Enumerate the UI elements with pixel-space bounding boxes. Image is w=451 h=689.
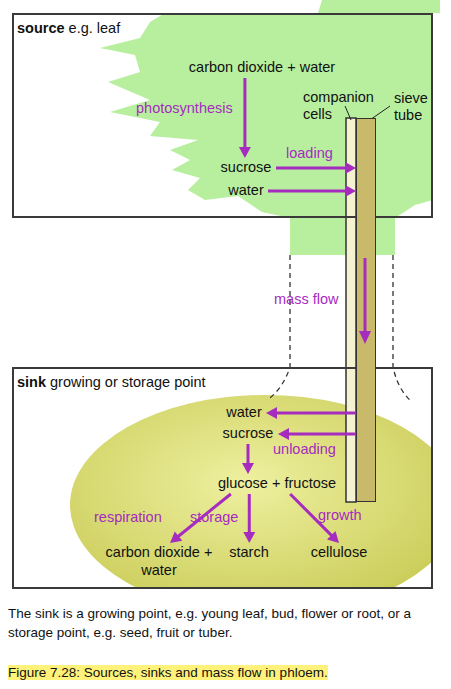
arrowhead [243,532,255,543]
substance-label-node: sucrose [216,158,276,178]
substance-label-node: water [222,403,266,423]
process-label: respiration [94,508,162,526]
arrow-shaft [248,494,251,533]
arrow-shaft [243,78,246,148]
substance-text: water [224,181,268,199]
arrowhead [266,407,277,419]
process-label: growth [318,506,362,524]
substance-text: water [222,403,266,421]
arrowhead [345,162,356,174]
region-subtitle: growing or storage point [50,374,206,390]
arrowhead [327,531,339,543]
process-label: unloading [273,440,336,458]
arrow-shaft [268,190,346,193]
figure-caption: Figure 7.28: Sources, sinks and mass flo… [8,665,328,680]
substance-text: carbon dioxide + water [172,58,352,76]
region-title: source [17,20,65,36]
substance-text: starch [226,543,272,561]
flow-arrow [239,78,251,158]
arrow-shaft [276,412,356,415]
substance-text: sucrose [218,424,278,442]
arrowhead [345,185,356,197]
part-label: companion cells [303,89,381,123]
flow-arrow [268,185,356,197]
companion-cell-strip [346,118,356,502]
region-title: sink [17,374,46,390]
region-heading: sourcee.g. leaf [17,19,120,37]
process-label: photosynthesis [136,99,233,117]
process-label: storage [190,508,238,526]
flow-arrow [242,444,254,474]
region-subtitle: e.g. leaf [69,20,121,36]
region-heading: sinkgrowing or storage point [17,373,206,391]
substance-label-node: sucrose [218,424,278,444]
arrow-shaft [288,433,356,436]
arrowhead [278,428,289,440]
substance-text: sucrose [216,158,276,176]
substance-label-node: carbon dioxide + water [104,543,214,581]
substance-label-node: glucose + fructose [211,474,343,494]
substance-label-node: cellulose [306,543,372,563]
arrowhead [170,531,182,543]
caption-line: Figure 7.28: Sources, sinks and mass flo… [8,664,444,681]
sieve-tube: sieve tube [356,118,376,502]
flow-arrow [278,428,356,440]
process-label: loading [286,144,333,162]
substance-text: cellulose [306,543,372,561]
tube-label: sieve tube [394,90,436,124]
substance-label-node: carbon dioxide + water [172,58,352,78]
arrow-shaft [276,167,346,170]
flow-arrow [266,407,356,419]
substance-text: glucose + fructose [211,474,343,492]
flow-arrow [276,162,356,174]
substance-text: carbon dioxide + water [104,543,214,579]
substance-label-node: water [224,181,268,201]
sink-organ [70,395,433,589]
note-text: The sink is a growing point, e.g. young … [8,604,444,642]
arrow-shaft [247,444,250,464]
flow-arrow [243,494,255,543]
substance-label-node: starch [226,543,272,563]
dashed-outline [270,255,412,402]
arrowhead [239,147,251,158]
arrowhead [242,463,254,474]
part-label: mass flow [274,291,354,308]
